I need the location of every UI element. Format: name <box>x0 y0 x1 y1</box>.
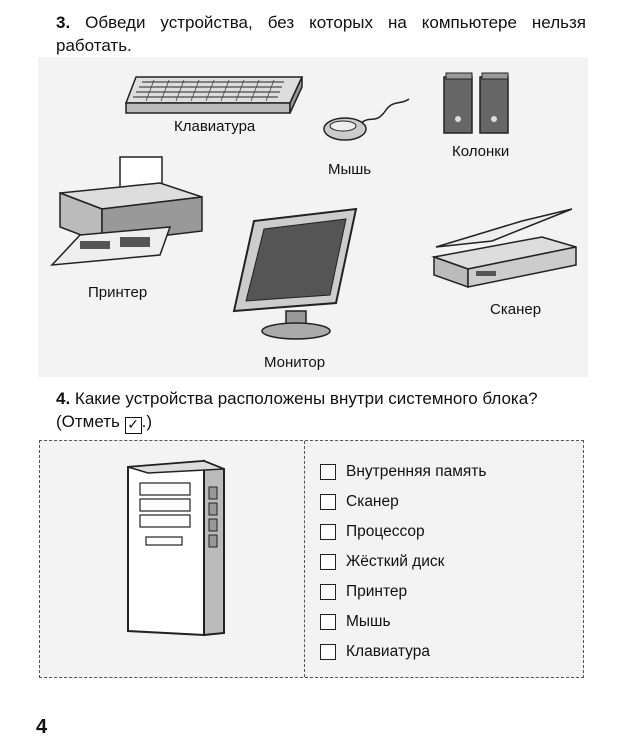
scanner-icon[interactable] <box>431 207 578 295</box>
task-4-hint-close: .) <box>141 412 153 431</box>
keyboard-label: Клавиатура <box>174 118 256 135</box>
box-divider <box>304 441 305 677</box>
checkbox[interactable] <box>320 494 336 510</box>
keyboard-icon[interactable] <box>124 75 304 120</box>
task-3-number: 3. <box>56 13 71 32</box>
option-label: Принтер <box>346 583 408 600</box>
checkbox[interactable] <box>320 464 336 480</box>
task-4-text: Какие устройства расположены внутри сист… <box>74 389 538 408</box>
option-printer[interactable]: Принтер <box>320 577 486 607</box>
options-list: Внутренняя память Сканер Процессор Жёстк… <box>320 457 486 667</box>
option-mouse[interactable]: Мышь <box>320 607 486 637</box>
printer-icon[interactable] <box>50 155 210 273</box>
option-keyboard[interactable]: Клавиатура <box>320 637 486 667</box>
checkbox[interactable] <box>320 614 336 630</box>
option-hard-disk[interactable]: Жёсткий диск <box>320 547 486 577</box>
task-3-text: Обведи устройства, без которых на компью… <box>56 13 586 55</box>
option-processor[interactable]: Процессор <box>320 517 486 547</box>
option-internal-memory[interactable]: Внутренняя память <box>320 457 486 487</box>
checkbox[interactable] <box>320 554 336 570</box>
checked-box-icon: ✓ <box>124 417 142 434</box>
task-4-number: 4. <box>56 389 71 408</box>
scanner-label: Сканер <box>490 301 542 318</box>
option-label: Жёсткий диск <box>346 553 445 570</box>
task-4-answer-box: Внутренняя память Сканер Процессор Жёстк… <box>39 440 584 678</box>
option-label: Мышь <box>346 613 391 630</box>
devices-picture-panel: Клавиатура Мышь Колонки Принтер Монитор <box>38 57 588 377</box>
mouse-label: Мышь <box>328 161 372 178</box>
option-scanner[interactable]: Сканер <box>320 487 486 517</box>
task-4-hint-open: (Отметь <box>56 412 125 431</box>
page-number: 4 <box>36 716 48 738</box>
task-4-question: 4. Какие устройства расположены внутри с… <box>56 387 586 434</box>
option-label: Сканер <box>346 493 399 510</box>
option-label: Процессор <box>346 523 425 540</box>
option-label: Внутренняя память <box>346 463 487 480</box>
speakers-icon[interactable] <box>442 71 514 137</box>
monitor-label: Монитор <box>264 354 326 371</box>
option-label: Клавиатура <box>346 643 430 660</box>
monitor-icon[interactable] <box>232 207 362 347</box>
checkbox[interactable] <box>320 524 336 540</box>
mouse-icon[interactable] <box>321 95 411 145</box>
system-unit-icon <box>127 459 225 637</box>
task-3-question: 3. Обведи устройства, без которых на ком… <box>56 11 586 57</box>
printer-label: Принтер <box>88 284 148 301</box>
speakers-label: Колонки <box>452 143 510 160</box>
checkbox[interactable] <box>320 584 336 600</box>
checkbox[interactable] <box>320 644 336 660</box>
